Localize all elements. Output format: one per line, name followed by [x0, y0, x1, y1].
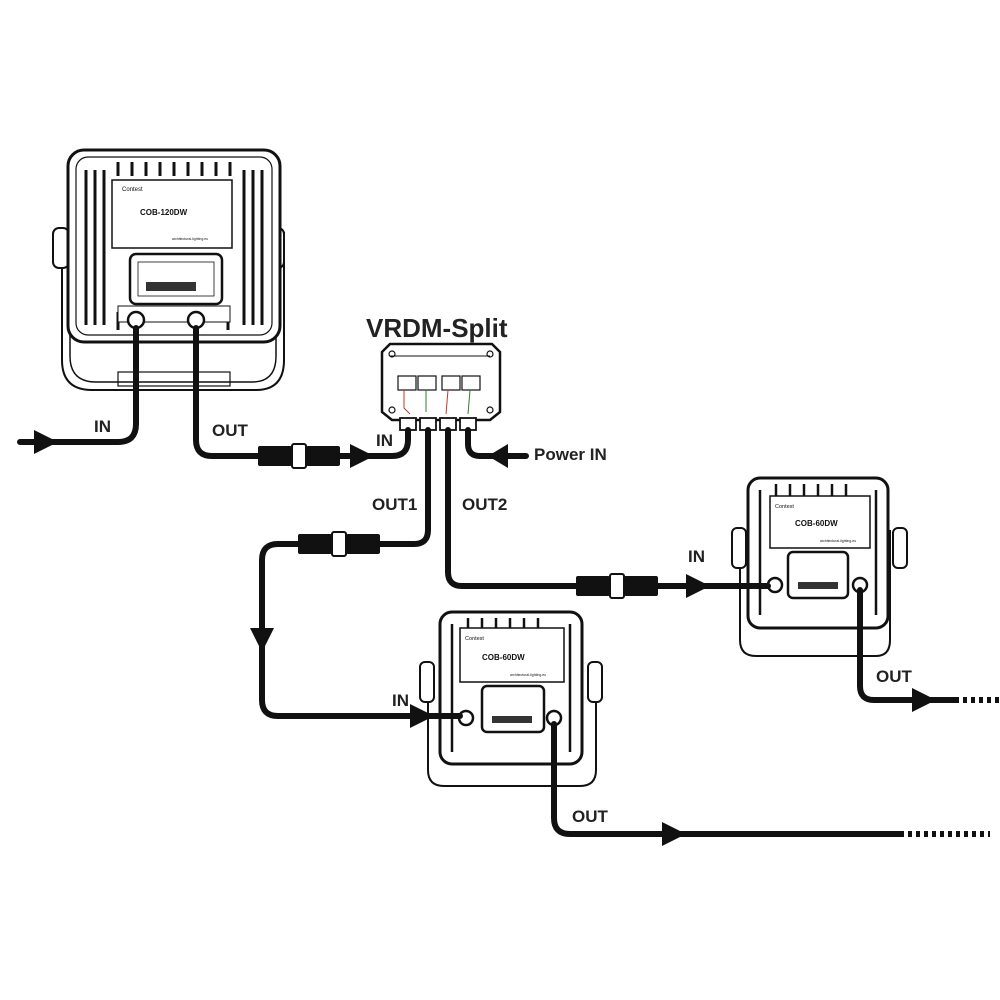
fixture-model: COB-120DW: [140, 208, 188, 217]
cable-in-main: [17, 325, 139, 445]
rating-plate: [128, 252, 224, 306]
arrow-right-icon: [34, 430, 58, 454]
cable-out-right: [857, 587, 958, 703]
yoke-knob-icon: [892, 527, 908, 569]
arrow-down-icon: [250, 628, 274, 652]
fixture-model: COB-60DW: [482, 653, 525, 662]
label-out-main: OUT: [212, 421, 249, 440]
arrow-right-icon: [662, 822, 686, 846]
cable-out1: [259, 427, 463, 719]
cables: [17, 325, 958, 837]
fixture-cob-60dw-right: Contest COB-60DW architectural-lighting.…: [731, 476, 908, 657]
barcode-icon: [798, 582, 838, 589]
barcode-icon: [146, 282, 196, 291]
coupler-icon: [298, 534, 332, 554]
cable-continuation: [900, 697, 1000, 837]
label-out1: OUT1: [372, 495, 417, 514]
cable-couplers: [258, 443, 658, 599]
yoke-knob-icon: [587, 661, 603, 703]
fixture-model: COB-60DW: [795, 519, 838, 528]
fixture-brand: Contest: [465, 636, 484, 642]
arrow-right-icon: [912, 688, 936, 712]
label-in-main: IN: [94, 417, 111, 436]
cable-power-in: [465, 427, 529, 459]
coupler-icon: [576, 576, 610, 596]
yoke-knob-icon: [731, 527, 747, 569]
fixture-cob-60dw-bottom: Contest COB-60DW architectural-lighting.…: [419, 610, 603, 787]
barcode-icon: [492, 716, 532, 723]
cable-out-bottom: [551, 721, 903, 837]
fixture-website: architectural-lighting.eu: [820, 539, 856, 543]
rating-plate: [480, 684, 546, 734]
fixture-brand: Contest: [122, 187, 143, 193]
fixture-website: architectural-lighting.eu: [510, 673, 546, 677]
split-title: VRDM-Split: [366, 313, 508, 343]
cable-out2: [445, 427, 771, 589]
label-in-fixture-bottom: IN: [392, 691, 409, 710]
label-split-in: IN: [376, 431, 393, 450]
label-out-fixture-bottom: OUT: [572, 807, 609, 826]
arrow-right-icon: [410, 704, 434, 728]
arrow-right-icon: [686, 574, 710, 598]
label-in-fixture-right: IN: [688, 547, 705, 566]
arrow-right-icon: [350, 444, 374, 468]
rating-plate: [786, 550, 850, 600]
label-out2: OUT2: [462, 495, 507, 514]
coupler-icon: [258, 446, 292, 466]
vrdm-split-box: [380, 342, 502, 431]
label-out-fixture-right: OUT: [876, 667, 913, 686]
fixture-brand: Contest: [775, 504, 794, 510]
arrow-right-icon: [488, 444, 508, 468]
flow-arrows: [34, 430, 936, 846]
fixture-website: architectural-lighting.eu: [172, 237, 208, 241]
yoke-knob-icon: [419, 661, 435, 703]
cooling-fins: [84, 162, 264, 330]
label-power-in: Power IN: [534, 445, 607, 464]
fixture-cob-120dw: Contest COB-120DW architectural-lighting…: [52, 148, 285, 391]
